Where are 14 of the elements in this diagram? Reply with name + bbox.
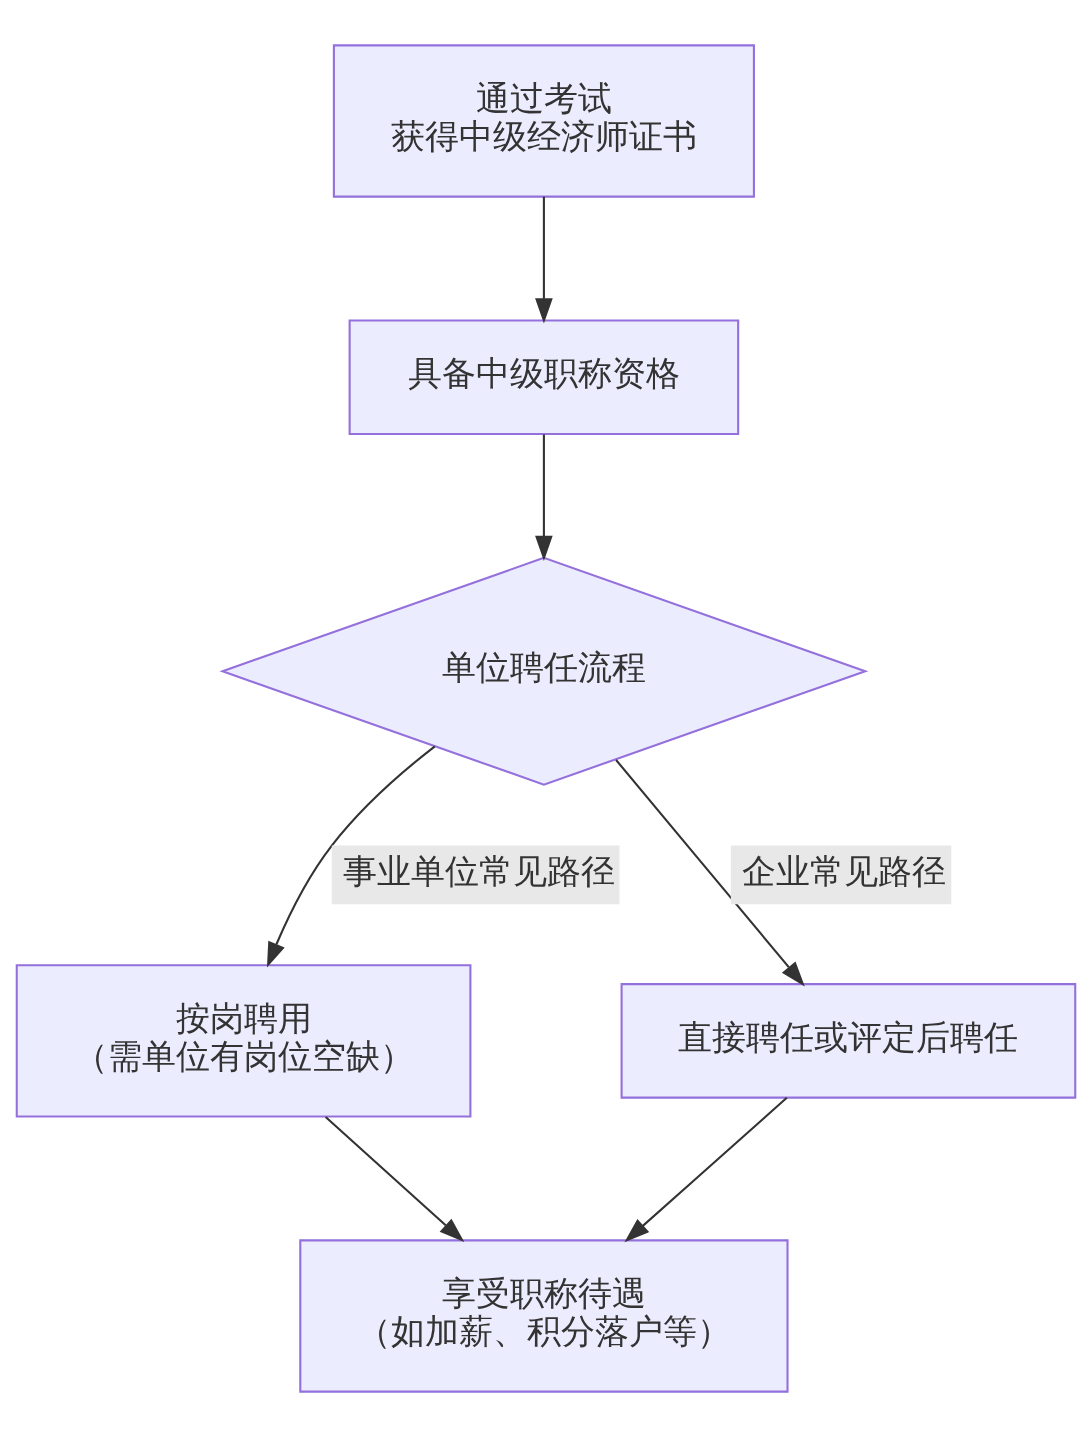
arrow bbox=[624, 1096, 788, 1242]
arrow bbox=[266, 745, 436, 968]
node-diamond: 单位聘任流程 bbox=[219, 556, 869, 786]
edge-label: 事业单位常见路径 bbox=[343, 851, 616, 891]
node-box: 享受职称待遇 （如加薪、积分落户等） bbox=[299, 1238, 789, 1393]
arrow bbox=[535, 196, 553, 323]
node-box: 直接聘任或评定后聘任 bbox=[620, 982, 1077, 1099]
node-box: 具备中级职称资格 bbox=[348, 318, 740, 435]
arrow bbox=[324, 1115, 465, 1242]
arrow bbox=[535, 434, 553, 561]
node-box: 按岗聘用 （需单位有岗位空缺） bbox=[15, 963, 472, 1118]
arrow bbox=[615, 758, 805, 986]
edge-label: 企业常见路径 bbox=[742, 851, 947, 891]
node-box: 通过考试 获得中级经济师证书 bbox=[332, 43, 755, 198]
